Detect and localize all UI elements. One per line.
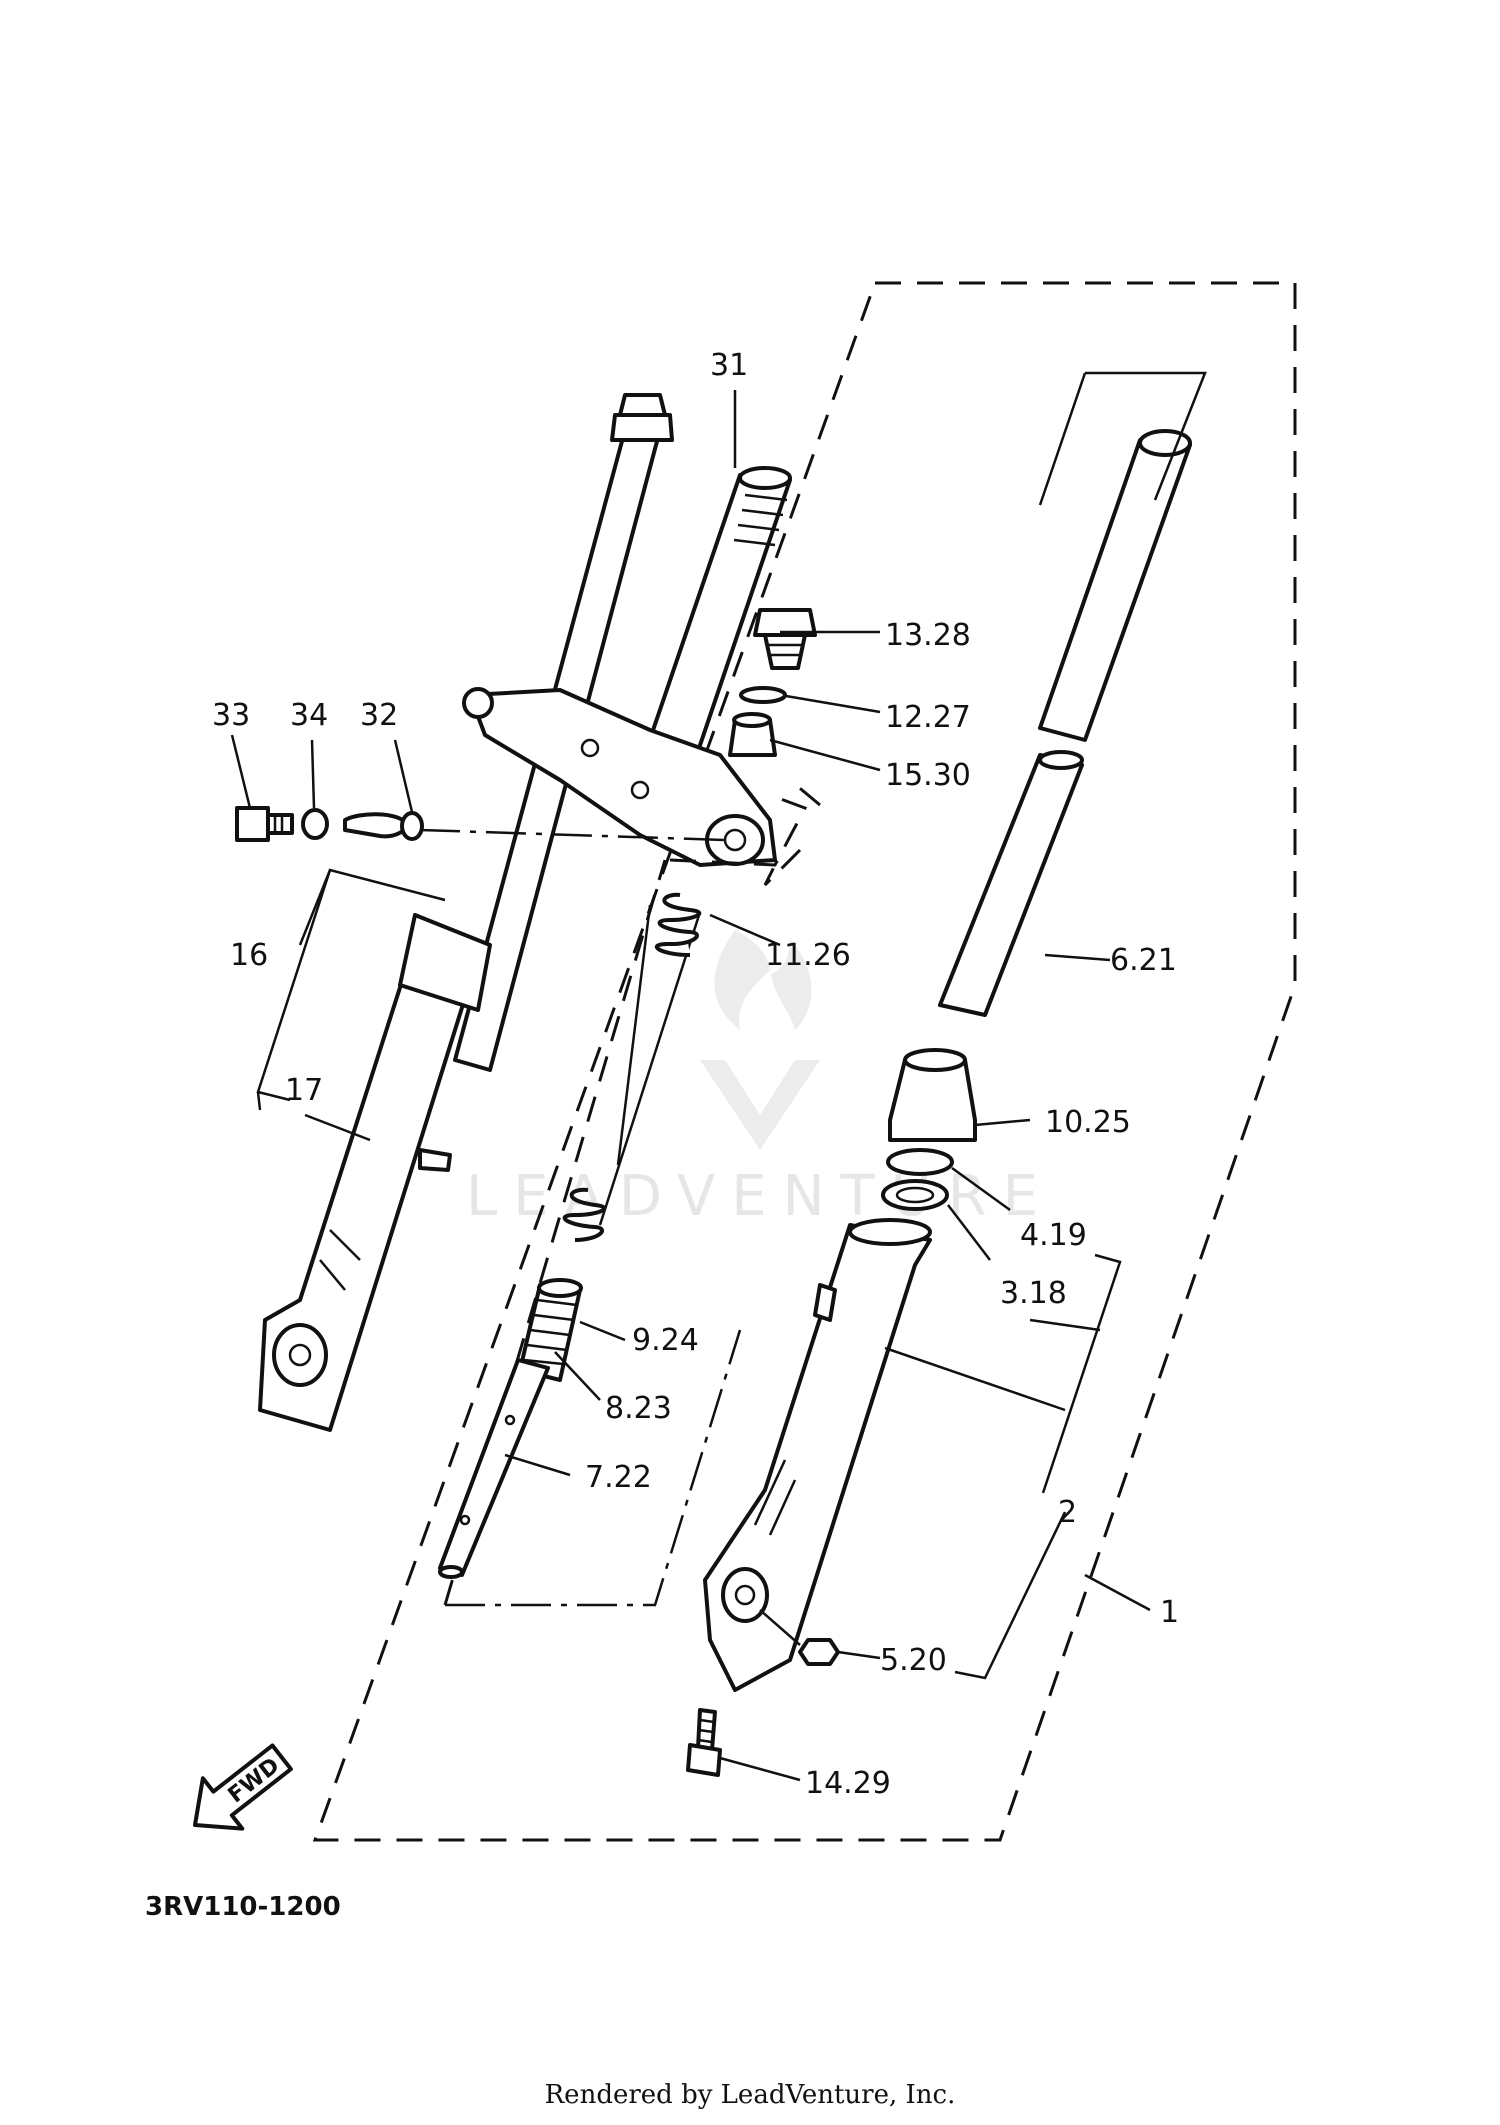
callout-8: 8.23 (605, 1391, 672, 1426)
footer-credit: Rendered by LeadVenture, Inc. (545, 2080, 956, 2110)
lower-axle-boss-17 (272, 1323, 328, 1387)
inner-tube-6 (938, 753, 1084, 1017)
callout-9: 9.24 (632, 1323, 699, 1358)
callout-17: 17 (285, 1073, 323, 1108)
inner-tube-6-upper (1038, 438, 1192, 742)
callout-1: 1 (1160, 1595, 1179, 1630)
rod-7 (438, 1358, 550, 1577)
callout-7: 7.22 (585, 1460, 652, 1495)
washer-5 (798, 1638, 840, 1666)
spring-11 (562, 892, 702, 1242)
callout-5: 5.20 (880, 1643, 947, 1678)
damper-rod-7 (438, 1278, 583, 1579)
right-fork (686, 429, 1192, 1777)
watermark-v-icon (700, 1060, 820, 1150)
callout-16: 16 (230, 938, 268, 973)
clip-32 (343, 812, 408, 839)
axle-boss-2 (721, 1567, 769, 1623)
callout-13: 13.28 (885, 618, 971, 653)
bracket-16-17 (256, 868, 446, 1111)
inner-kit-bottom (445, 1329, 742, 1607)
clamp-bolt-axis (419, 828, 726, 842)
left-fork (258, 393, 674, 1432)
callout-10: 10.25 (1045, 1105, 1131, 1140)
callout-2: 2 (1058, 1495, 1077, 1530)
inner-kit-outline (669, 793, 808, 887)
drain-plug-17 (418, 1148, 452, 1172)
diagram-code: 3RV110-1200 (145, 1892, 341, 1922)
callout-labels: 31 13.28 12.27 15.30 33 34 32 16 17 11.2… (212, 348, 1179, 1801)
outer-tube-2 (703, 1223, 932, 1692)
callout-32: 32 (360, 698, 398, 733)
fork-cap-hex (618, 393, 667, 417)
callout-12: 12.27 (885, 700, 971, 735)
callout-33: 33 (212, 698, 250, 733)
callout-4: 4.19 (1020, 1218, 1087, 1253)
dust-seal-17 (398, 913, 492, 1012)
retaining-clip-4 (886, 1148, 954, 1176)
leader-lines (230, 390, 1151, 1782)
under-bracket (468, 688, 777, 867)
bracket-6 (1038, 371, 1207, 506)
callout-11: 11.26 (765, 938, 851, 973)
callout-3: 3.18 (1000, 1276, 1067, 1311)
bolt-33 (235, 806, 294, 842)
assembly-1-outline (312, 281, 1297, 1842)
fwd-arrow-icon: FWD (193, 1743, 293, 1831)
callout-15: 15.30 (885, 758, 971, 793)
watermark-flame-icon (714, 930, 812, 1030)
callout-6: 6.21 (1110, 943, 1177, 978)
cap-bolt-13 (753, 608, 817, 670)
drain-bolt-2 (813, 1283, 837, 1322)
fork-cap-bolt (610, 413, 674, 442)
steering-stem-31 (462, 466, 792, 867)
washer-34 (301, 808, 329, 840)
dust-seal-10 (888, 1058, 977, 1142)
callout-34: 34 (290, 698, 328, 733)
oil-seal-3 (881, 1179, 949, 1211)
o-ring-12 (739, 686, 787, 704)
callout-31: 31 (710, 348, 748, 383)
callout-14: 14.29 (805, 1766, 891, 1801)
